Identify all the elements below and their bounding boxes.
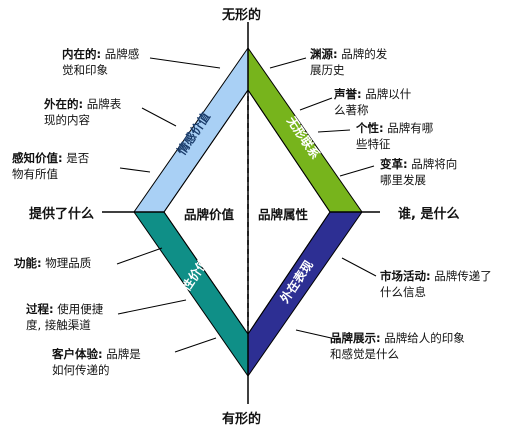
right-item-change: 变革: 品牌将向 哪里发展 xyxy=(380,156,457,188)
connector-function xyxy=(116,247,163,265)
quadrant-bottom-left xyxy=(133,211,249,378)
left-item-customer-experience: 客户体验: 品牌是 如何传递的 xyxy=(52,346,141,378)
left-item-term: 感知价值: xyxy=(12,151,63,165)
axis-label-right: 谁, 是什么 xyxy=(398,207,460,222)
connector-marketing xyxy=(341,257,377,277)
right-item-desc-line2: 什么信息 xyxy=(380,285,426,299)
right-item-origin: 渊源: 品牌的发 展历史 xyxy=(310,46,387,78)
left-item-term: 功能: xyxy=(14,256,42,270)
right-item-personality: 个性: 品牌有哪 些特征 xyxy=(356,120,433,152)
left-item-function: 功能: 物理品质 xyxy=(14,255,91,271)
right-item-desc-line2: 么著称 xyxy=(334,103,369,117)
right-item-term: 市场活动: xyxy=(380,269,431,283)
connector-experience xyxy=(174,337,217,353)
right-item-term: 渊源: xyxy=(310,47,338,61)
left-item-desc-line1: 物理品质 xyxy=(41,256,92,270)
right-item-desc-line1: 品牌以什 xyxy=(361,87,412,101)
connector-inner xyxy=(149,57,221,69)
right-item-desc-line1: 品牌有哪 xyxy=(383,121,434,135)
left-item-outer: 外在的: 品牌表 现的内容 xyxy=(44,96,121,128)
right-item-desc-line2: 展历史 xyxy=(310,63,345,77)
right-item-desc-line1: 品牌传递了 xyxy=(430,269,492,283)
left-item-term: 内在的: xyxy=(62,47,102,61)
connector-process xyxy=(117,299,187,315)
left-item-desc-line2: 如何传递的 xyxy=(52,363,110,377)
right-item-term: 声誉: xyxy=(334,87,362,101)
connector-outer xyxy=(141,107,177,127)
right-item-desc-line1: 品牌的发 xyxy=(337,47,388,61)
left-item-desc-line1: 品牌是 xyxy=(102,347,141,361)
right-item-marketing: 市场活动: 品牌传递了 什么信息 xyxy=(380,268,492,300)
axis-label-left: 提供了什么 xyxy=(29,207,95,222)
connector-origin xyxy=(269,57,307,69)
center-label-left: 品牌价值 xyxy=(184,207,235,222)
left-item-term: 外在的: xyxy=(44,97,84,111)
right-item-brand-display: 品牌展示: 品牌给人的印象 和感觉是什么 xyxy=(330,330,465,362)
right-item-desc-line2: 哪里发展 xyxy=(380,173,426,187)
left-item-desc-line1: 使用便捷 xyxy=(53,302,104,316)
left-item-perceived-value: 感知价值: 是否 物有所值 xyxy=(12,150,89,182)
axis-label-bottom: 有形的 xyxy=(222,412,262,427)
center-label-right: 品牌属性 xyxy=(258,207,309,222)
left-item-desc-line2: 觉和印象 xyxy=(62,63,108,77)
left-item-inner: 内在的: 品牌感 觉和印象 xyxy=(62,46,139,78)
right-connectors xyxy=(269,57,377,341)
right-item-reputation: 声誉: 品牌以什 么著称 xyxy=(334,86,411,118)
left-connectors xyxy=(116,57,221,353)
left-item-process: 过程: 使用便捷 度, 接触渠道 xyxy=(26,301,103,333)
left-item-desc-line1: 品牌表 xyxy=(83,97,122,111)
right-item-desc-line1: 品牌给人的印象 xyxy=(380,331,465,345)
right-item-term: 个性: xyxy=(356,121,384,135)
left-item-term: 客户体验: xyxy=(52,347,103,361)
connector-personality xyxy=(317,129,351,133)
axis-label-top: 无形的 xyxy=(222,8,262,23)
connector-change xyxy=(339,165,375,177)
left-item-desc-line1: 品牌感 xyxy=(101,47,140,61)
connector-perceived xyxy=(119,167,151,173)
left-item-desc-line2: 度, 接触渠道 xyxy=(26,318,91,332)
right-item-term: 品牌展示: xyxy=(330,331,381,345)
right-item-desc-line2: 和感觉是什么 xyxy=(330,347,399,361)
left-item-term: 过程: xyxy=(26,302,54,316)
left-item-desc-line2: 现的内容 xyxy=(44,113,90,127)
left-item-desc-line1: 是否 xyxy=(62,151,90,165)
right-item-term: 变革: xyxy=(380,157,408,171)
right-item-desc-line1: 品牌将向 xyxy=(407,157,458,171)
right-item-desc-line2: 些特征 xyxy=(356,137,391,151)
connector-reputation xyxy=(299,97,333,111)
connector-display xyxy=(295,329,341,341)
left-item-desc-line2: 物有所值 xyxy=(12,167,58,181)
